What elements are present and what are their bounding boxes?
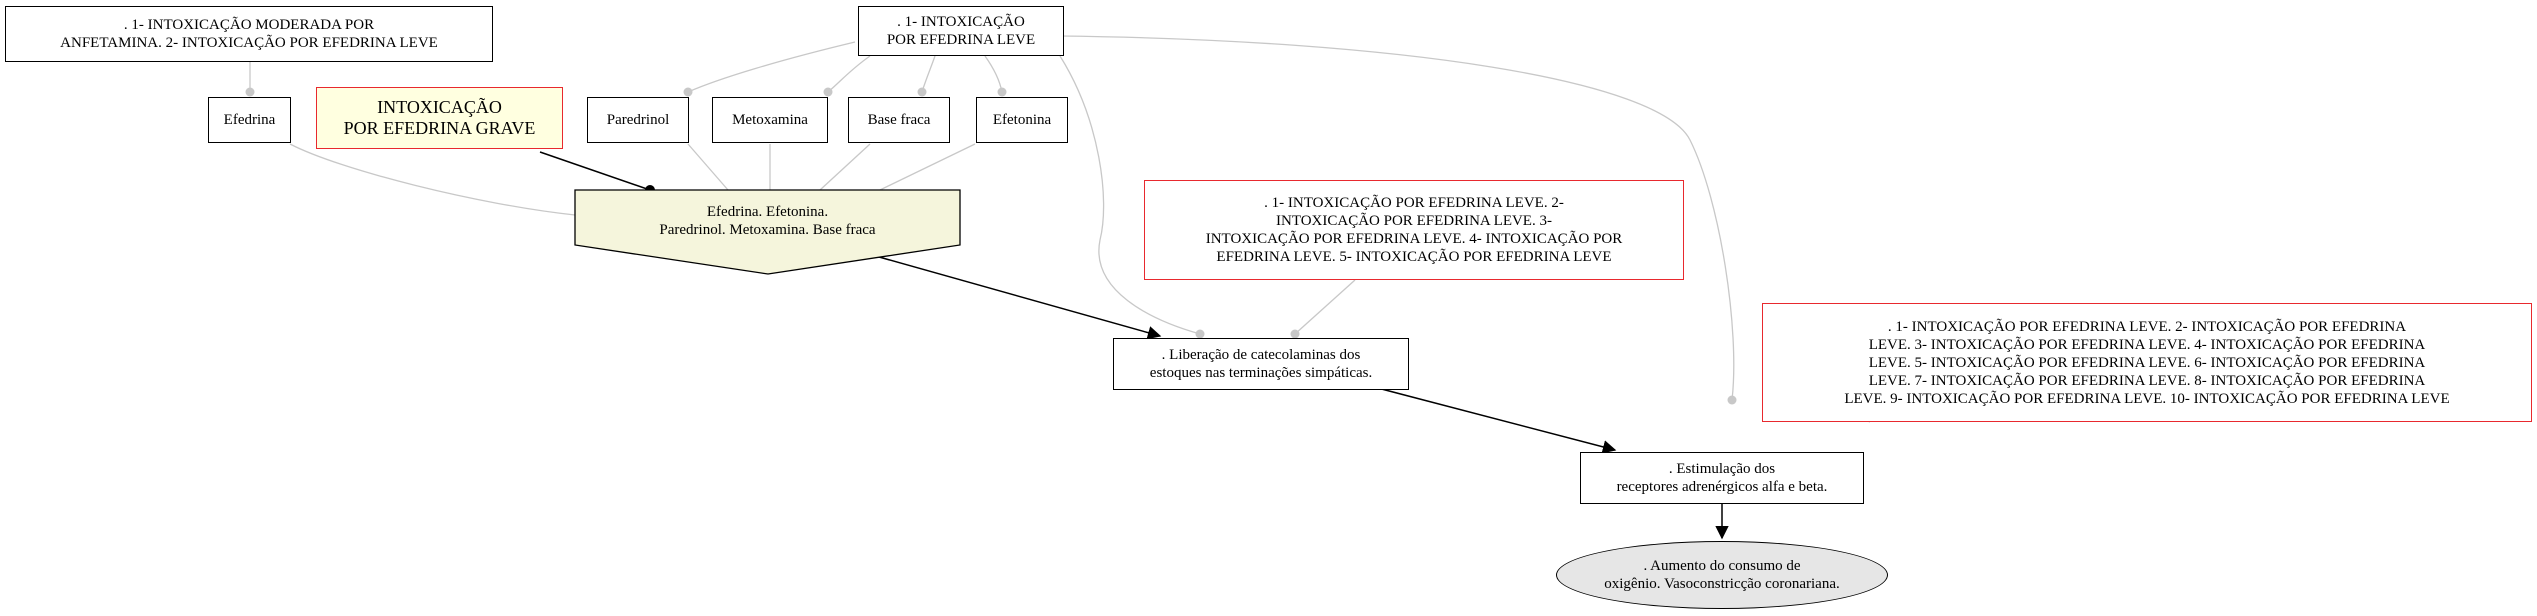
base-fraca-label: Base fraca (867, 112, 931, 128)
efedrina-leve-top-label: . 1- INTOXICAÇÃO POR EFEDRINA LEVE (886, 14, 1036, 48)
edge-dot (683, 87, 693, 97)
metoxamina-label: Metoxamina (732, 112, 808, 128)
efedrina-node: Efedrina (208, 97, 291, 143)
edge-leve5-liberacao (1294, 279, 1356, 335)
grave-label: INTOXICAÇÃO POR EFEDRINA GRAVE (343, 97, 536, 138)
liberacao-node: . Liberação de catecolaminas dos estoque… (1113, 338, 1409, 390)
efetonina-label: Efetonina (992, 112, 1052, 128)
liberacao-label: . Liberação de catecolaminas dos estoque… (1149, 347, 1373, 381)
edge-top-liberacao (1059, 55, 1201, 335)
edge-liberacao-estimulacao (1369, 385, 1617, 454)
efedrina-leve-top-node: . 1- INTOXICAÇÃO POR EFEDRINA LEVE (858, 6, 1064, 56)
edge-basefraca-agents (819, 143, 871, 191)
metoxamina-node: Metoxamina (712, 97, 828, 143)
edge-dot (997, 87, 1007, 97)
edge-top-efetonina (984, 55, 1003, 93)
agents-node: Efedrina. Efetonina. Paredrinol. Metoxam… (575, 196, 960, 246)
agents-label: Efedrina. Efetonina. Paredrinol. Metoxam… (659, 204, 876, 238)
edge-dot (917, 87, 927, 97)
paredrinol-node: Paredrinol (587, 97, 689, 143)
edge-dot (1290, 329, 1300, 339)
leve5-label: . 1- INTOXICAÇÃO POR EFEDRINA LEVE. 2- I… (1205, 195, 1623, 265)
base-fraca-node: Base fraca (848, 97, 950, 143)
edge-top-paredrinol (687, 41, 856, 93)
leve5-node: . 1- INTOXICAÇÃO POR EFEDRINA LEVE. 2- I… (1144, 180, 1684, 280)
grave-node: INTOXICAÇÃO POR EFEDRINA GRAVE (316, 87, 563, 149)
edge-agents-liberacao (871, 254, 1162, 340)
edge-top-estimulacao (1059, 35, 1735, 401)
leve10-label: . 1- INTOXICAÇÃO POR EFEDRINA LEVE. 2- I… (1844, 318, 2450, 407)
efetonina-node: Efetonina (976, 97, 1068, 143)
edge-dot (1727, 395, 1737, 405)
edge-efedrina-agents (289, 143, 576, 216)
edge-paredrinol-agents (687, 143, 729, 191)
agents-node-shape (574, 189, 961, 275)
edge-top-basefraca (921, 55, 936, 93)
edge-dot (1195, 329, 1205, 339)
edge-dot (823, 87, 833, 97)
efedrina-label: Efedrina (223, 112, 276, 128)
edge-dot (245, 87, 255, 97)
aumento-node: . Aumento do consumo de oxigênio. Vasoco… (1556, 541, 1888, 609)
leve10-node: . 1- INTOXICAÇÃO POR EFEDRINA LEVE. 2- I… (1762, 303, 2532, 422)
paredrinol-label: Paredrinol (606, 112, 670, 128)
edge-efetonina-agents (879, 143, 976, 191)
anfetamina-node: . 1- INTOXICAÇÃO MODERADA POR ANFETAMINA… (5, 6, 493, 62)
anfetamina-label: . 1- INTOXICAÇÃO MODERADA POR ANFETAMINA… (60, 17, 438, 51)
edge-grave-agents (539, 151, 651, 191)
edge-top-metoxamina (827, 55, 871, 93)
estimulacao-label: . Estimulação dos receptores adrenérgico… (1616, 461, 1828, 495)
aumento-label: . Aumento do consumo de oxigênio. Vasoco… (1604, 558, 1840, 592)
estimulacao-node: . Estimulação dos receptores adrenérgico… (1580, 452, 1864, 504)
